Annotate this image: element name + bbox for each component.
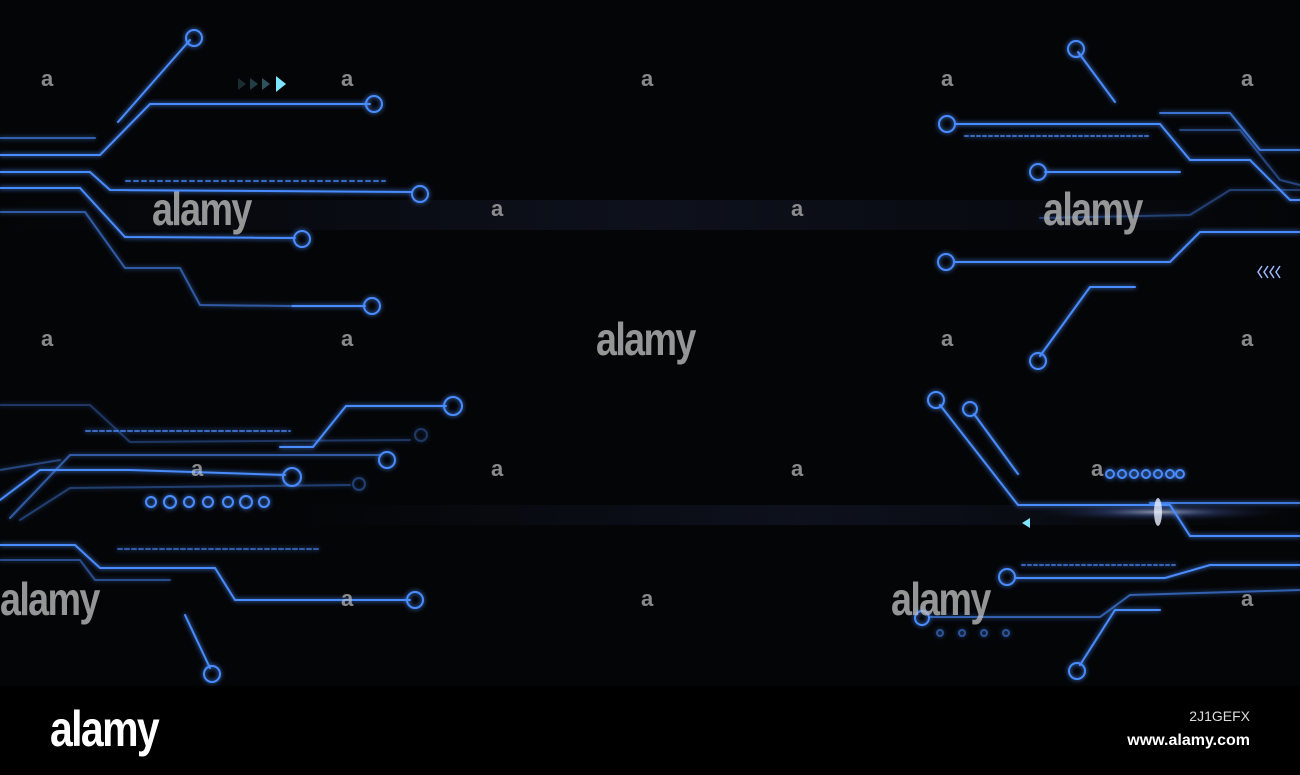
watermark-word: alamy [891,573,991,625]
stock-footer-bar: alamy 2J1GEFX www.alamy.com [0,686,1300,775]
stock-photo-artwork: alamy alamy alamy alamy alamy a a a a a … [0,29,1300,683]
watermark-letter: a [1241,326,1254,351]
watermark-letter: a [1241,586,1254,611]
watermark-word: alamy [0,573,100,625]
site-url-link[interactable]: www.alamy.com [1127,732,1250,749]
double-arrow-left-icon [1257,265,1281,279]
watermark-letter: a [1091,456,1104,481]
watermark-word: alamy [596,313,696,365]
watermark-letter: a [791,196,804,221]
watermark-letter: a [941,66,954,91]
watermark-letter: a [41,326,54,351]
watermark-letter: a [491,196,504,221]
arrow-left-icon [1022,518,1030,528]
watermark-letter: a [641,66,654,91]
circuit-board-graphic [0,29,1300,683]
watermark-letter: a [491,456,504,481]
watermark-letter: a [341,66,354,91]
watermark-letter: a [341,586,354,611]
watermark-letter: a [341,326,354,351]
watermark-letter: a [191,456,204,481]
watermark-letter: a [1241,66,1254,91]
watermark-word: alamy [1043,183,1143,235]
watermark-word: alamy [152,183,252,235]
alamy-logo[interactable]: alamy [50,701,160,757]
watermark-letter: a [941,326,954,351]
image-id-label: 2J1GEFX [1189,708,1250,724]
watermark-letter: a [41,66,54,91]
watermark-letter: a [641,586,654,611]
double-arrow-right-icon [238,76,286,92]
watermark-letter: a [791,456,804,481]
